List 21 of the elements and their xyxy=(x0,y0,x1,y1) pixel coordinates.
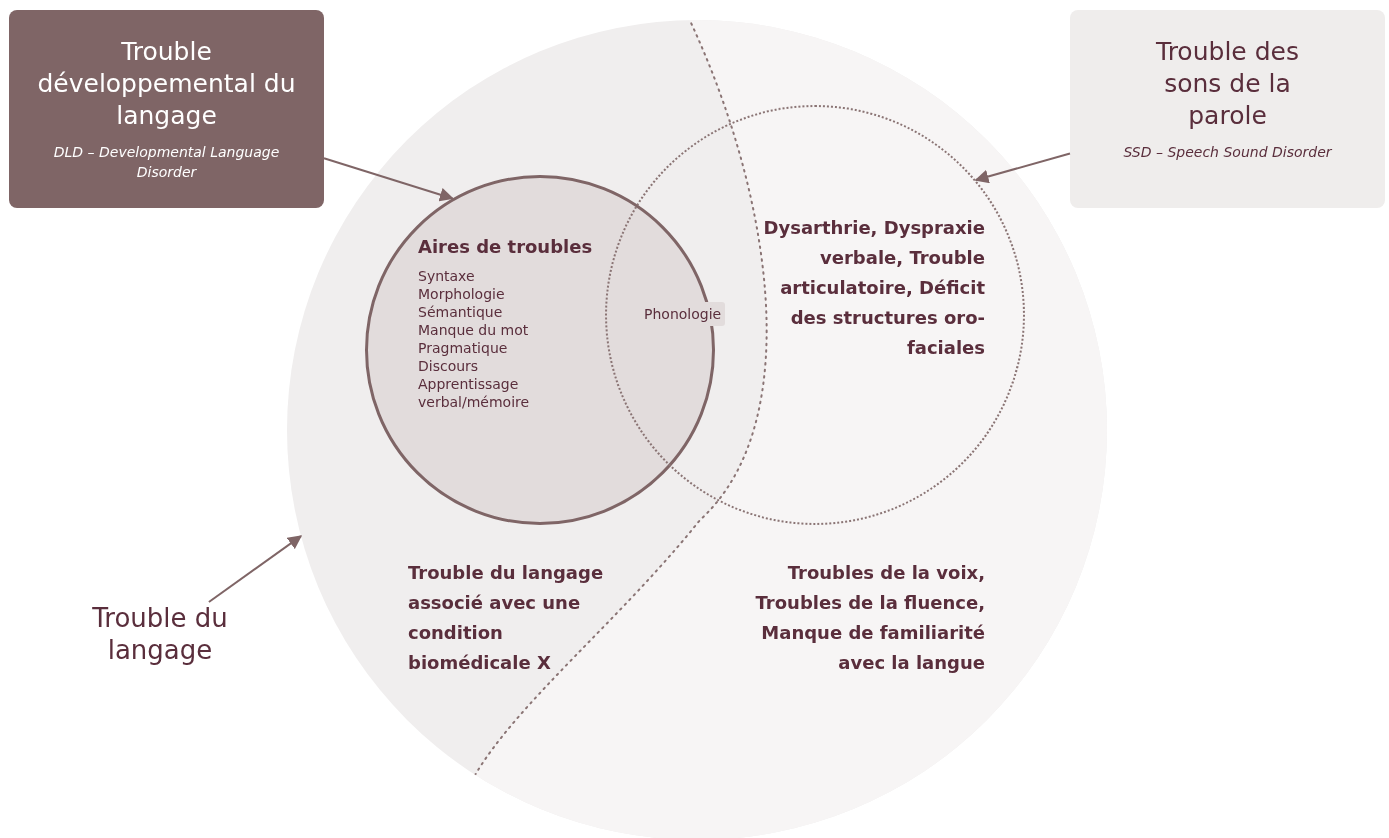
box-title: Trouble développemental du langage xyxy=(36,36,297,132)
box-subtitle: SSD – Speech Sound Disorder xyxy=(1122,143,1333,162)
box-subtitle: DLD – Developmental Language Disorder xyxy=(52,143,281,182)
arrow xyxy=(974,152,1071,184)
title-box xyxy=(9,10,324,208)
list-item: Discours xyxy=(418,357,480,375)
circle-text: Dysarthrie, Dyspraxie verbale, Trouble articulatoire, Déficit des structures oro-faciales xyxy=(762,216,985,360)
arrow xyxy=(323,157,454,202)
list-item: Syntaxe xyxy=(418,267,476,285)
list-item: Pragmatique xyxy=(418,339,509,357)
box-title: Trouble des sons de la parole xyxy=(1155,36,1300,132)
title-box xyxy=(1070,10,1385,208)
list-item: Apprentissage verbal/mémoire xyxy=(418,375,531,411)
list-item: Sémantique xyxy=(418,303,504,321)
arrow xyxy=(207,535,303,603)
region-text: Trouble du langage associé avec une condition biomédicale X xyxy=(408,561,605,675)
list-heading: Aires de troubles xyxy=(418,236,594,257)
set-title: Trouble du langage xyxy=(91,602,229,666)
list-item: Morphologie xyxy=(418,285,506,303)
region-text: Troubles de la voix, Troubles de la fluence, Manque de familiarité avec la langue xyxy=(754,561,985,675)
list-item: Manque du mot xyxy=(418,321,530,339)
